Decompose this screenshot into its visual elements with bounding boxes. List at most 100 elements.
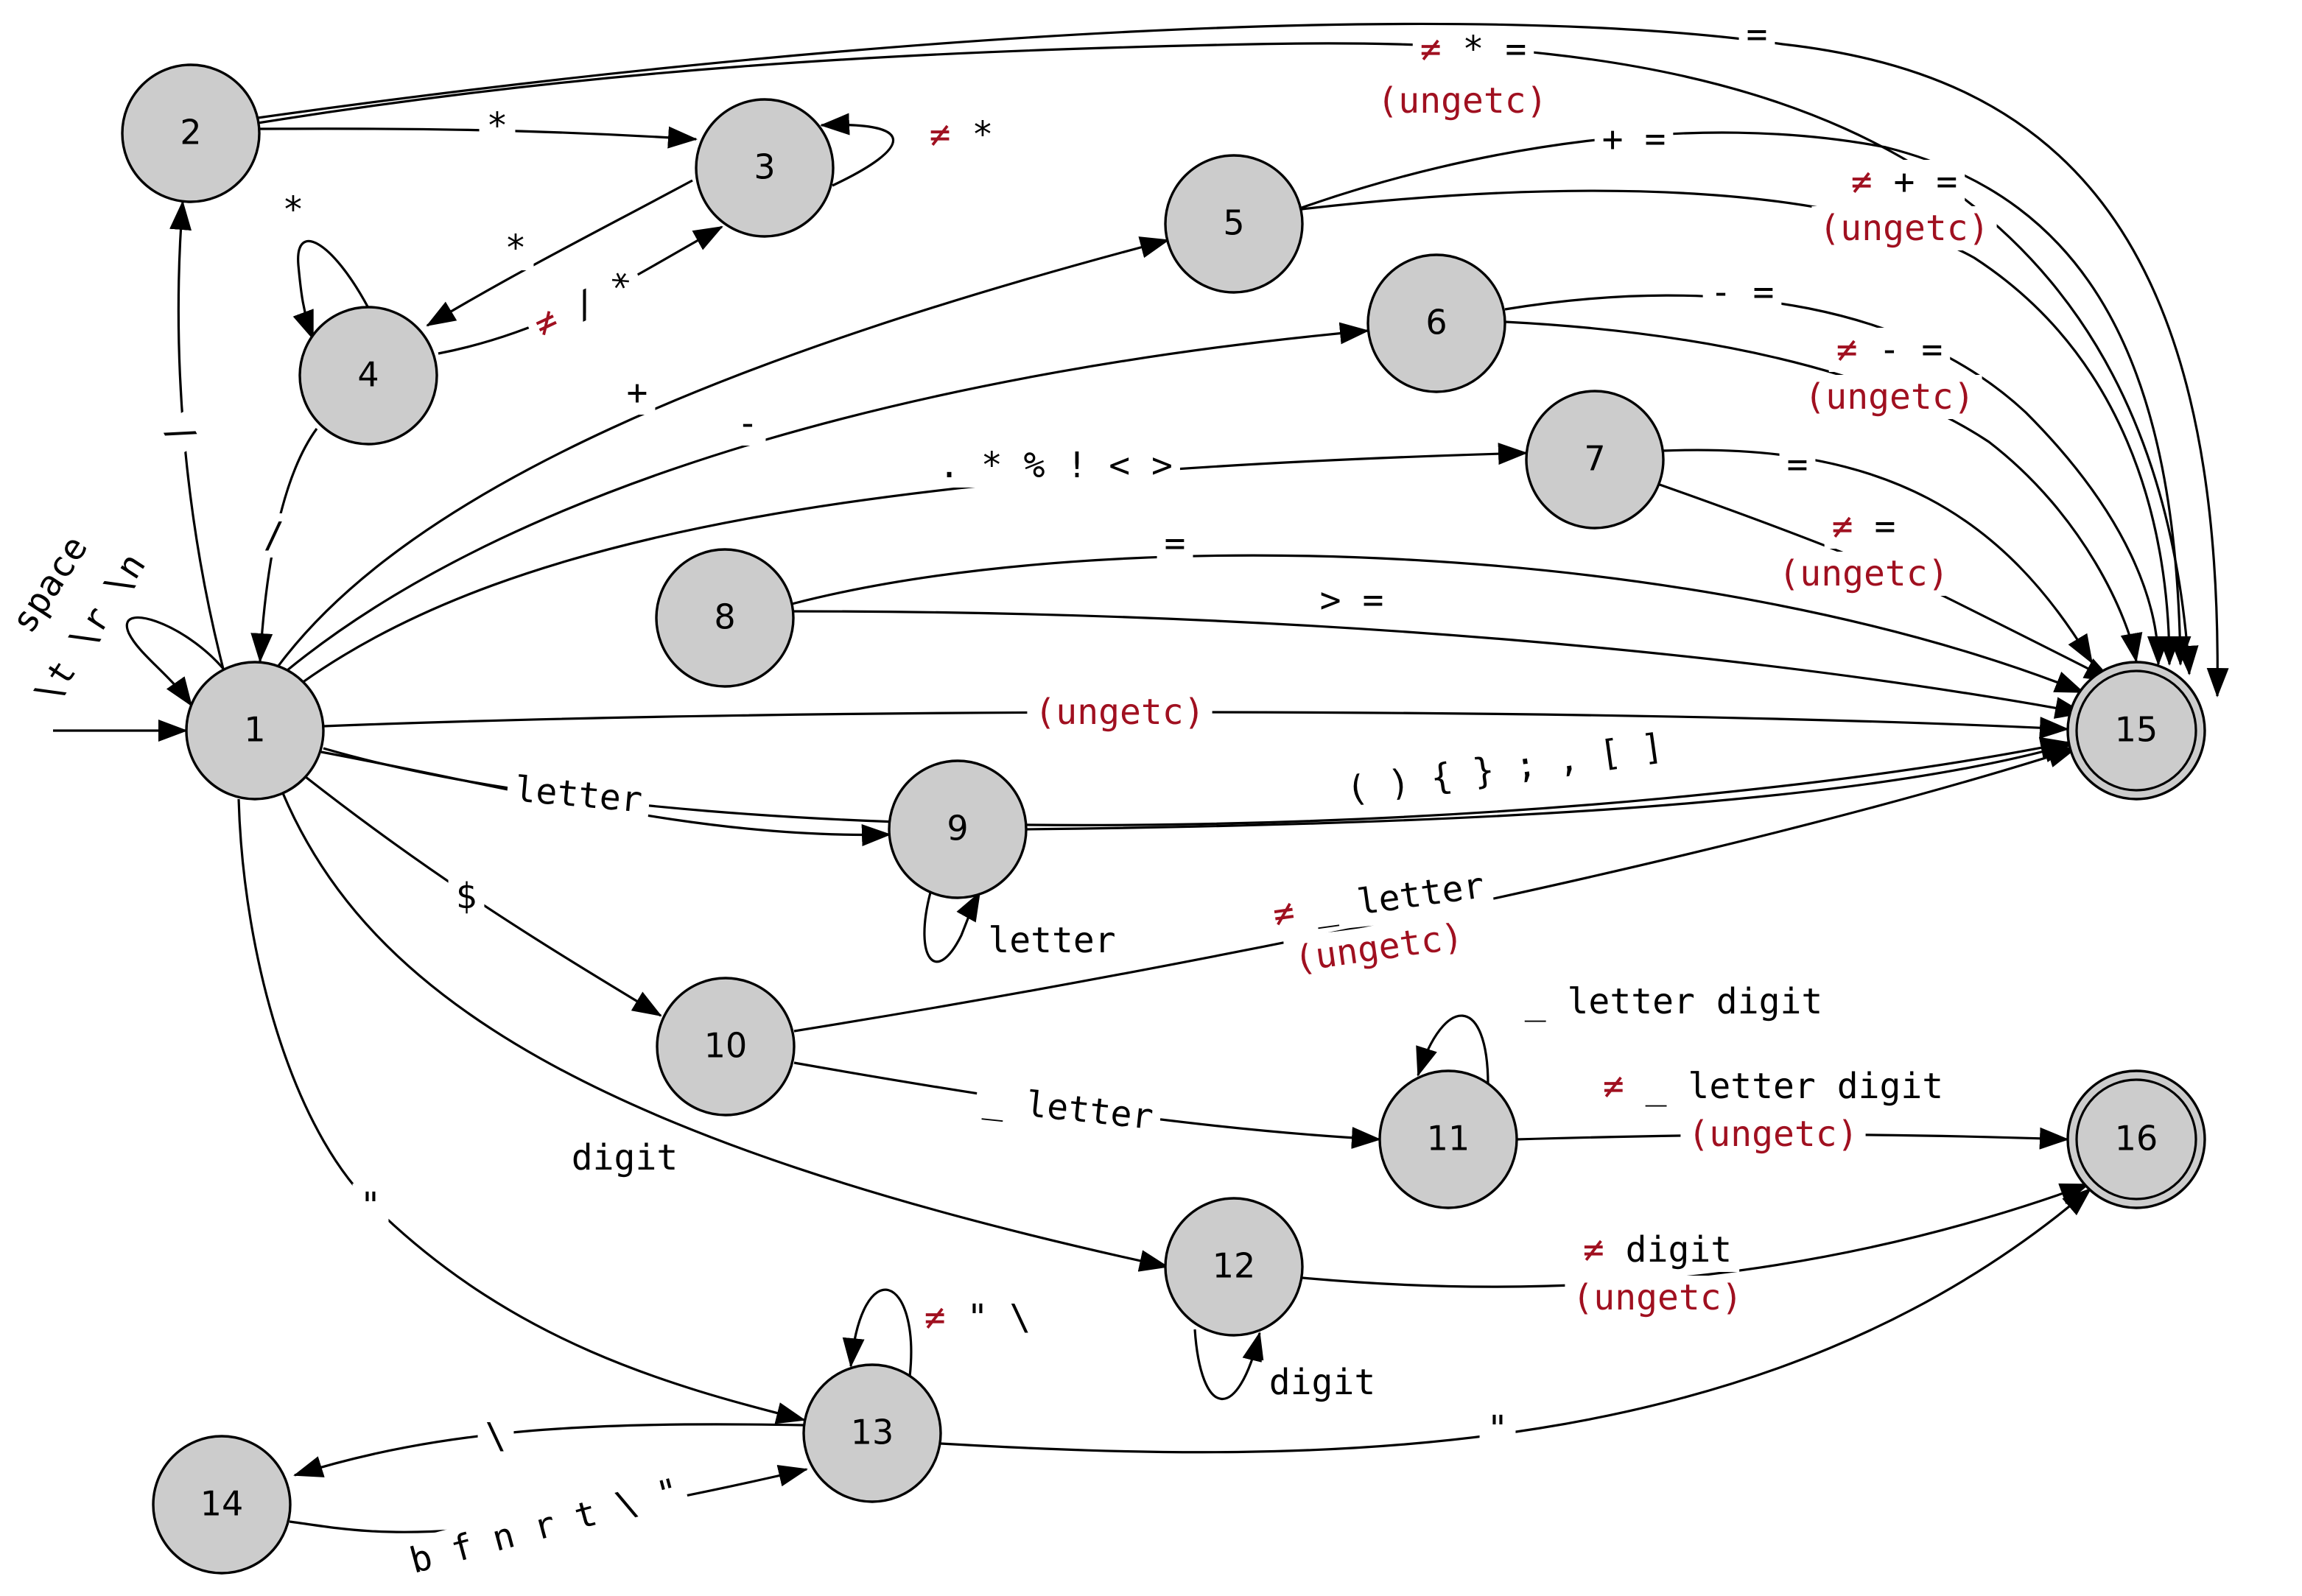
state-label: 6	[1425, 303, 1447, 342]
label-background	[564, 1136, 686, 1180]
edge-label-4-4: *	[283, 189, 304, 231]
edge-label-2-15: =	[1747, 14, 1768, 55]
edge-2-15	[257, 22, 2229, 697]
edge-1-12	[281, 792, 1169, 1272]
edge-label-1-13: "	[360, 1185, 382, 1226]
label-background	[1702, 270, 1782, 314]
label-background	[0, 521, 102, 647]
state-circle	[695, 98, 835, 238]
state-label: 14	[200, 1484, 244, 1524]
state-node-14: 14	[152, 1435, 292, 1575]
symbol-set: _ letter digit	[1525, 981, 1823, 1022]
edge-1-10	[305, 776, 662, 1017]
edge-label-4-1: /	[264, 515, 285, 556]
label-background	[974, 1077, 1163, 1140]
label-background	[1517, 980, 1831, 1024]
edge-label-11-11: _ letter digit	[1525, 981, 1823, 1022]
symbol-set: + =	[1873, 161, 1958, 203]
symbol-set: _ letter	[981, 1079, 1155, 1138]
edge-label-8-15: > =	[1320, 580, 1384, 621]
negation-symbol: ≠	[1851, 161, 1873, 203]
label-background	[1479, 1407, 1516, 1451]
state-label: 7	[1584, 439, 1605, 479]
edge-label-1-15: ( ) { } ; , [ ]	[1344, 725, 1666, 811]
state-circle	[1525, 390, 1665, 530]
state-circle	[298, 306, 438, 446]
label-background	[497, 226, 534, 270]
state-label: 9	[947, 809, 968, 848]
ungetc-note: (ungetc)	[1778, 553, 1948, 594]
symbol-set: / *	[547, 263, 642, 337]
edge-label-12-16-line1: ≠ digit	[1583, 1229, 1732, 1270]
negation-symbol: ≠	[930, 114, 951, 155]
state-node-11: 11	[1378, 1069, 1518, 1209]
state-circle	[185, 661, 325, 801]
state-label: 4	[357, 355, 379, 395]
symbol-set: "	[360, 1185, 382, 1226]
negation-symbol: ≠	[1583, 1229, 1604, 1270]
state-node-16: 16	[2066, 1069, 2206, 1209]
edge-13-16	[940, 1187, 2092, 1454]
edge-1-8	[791, 554, 2085, 694]
edge-label-13-14: \	[485, 1416, 507, 1457]
state-node-3: 3	[695, 98, 835, 238]
edge-3-3	[820, 113, 895, 187]
label-background	[505, 766, 652, 823]
edge-6-15	[1504, 294, 2169, 666]
state-node-15: 15	[2066, 661, 2206, 801]
state-label: 12	[1213, 1246, 1256, 1286]
label-background	[1284, 913, 1474, 983]
edge-label-7-15: =	[1787, 444, 1808, 485]
state-label: 2	[180, 113, 201, 152]
label-background	[1828, 328, 1951, 372]
symbol-set: *	[505, 228, 527, 269]
label-background	[931, 443, 1180, 488]
symbol-set: - =	[1710, 272, 1775, 313]
edge-3-4	[426, 179, 693, 327]
label-background	[275, 188, 312, 232]
label-background	[477, 1414, 514, 1458]
edge-label-10-11: _ letter	[981, 1079, 1155, 1138]
edge-label-1-10: $	[456, 876, 477, 917]
label-background	[1369, 79, 1555, 123]
edge-label-13-13: ≠ " \	[924, 1297, 1031, 1338]
label-background	[1811, 206, 1997, 250]
state-node-7: 7	[1525, 390, 1665, 530]
symbol-set: *	[487, 105, 508, 147]
edge-label-2-15-line1: ≠ * =	[1420, 29, 1527, 70]
edge-label-9-9: letter	[988, 920, 1115, 961]
label-background	[479, 104, 516, 148]
symbol-set: digit	[1604, 1229, 1732, 1270]
edge-label-3-4: *	[505, 228, 527, 269]
state-circle	[655, 548, 795, 688]
edge-label-6-15: - =	[1710, 272, 1775, 313]
state-label: 10	[704, 1026, 748, 1066]
symbol-set: _ letter digit	[1624, 1066, 1943, 1107]
label-background	[729, 401, 766, 446]
edge-1-1	[125, 616, 225, 707]
symbol-set: digit	[1269, 1362, 1376, 1403]
edge-label-12-16-line2: (ungetc)	[1572, 1277, 1742, 1318]
negation-symbol: ≠	[1420, 29, 1442, 70]
edge-12-16	[1302, 1183, 2090, 1288]
symbol-set: - =	[1858, 329, 1943, 370]
state-label: 1	[244, 710, 265, 750]
negation-symbol: ≠	[924, 1297, 946, 1338]
label-background	[152, 407, 209, 460]
symbol-set: letter	[988, 920, 1115, 961]
state-label: 13	[851, 1413, 894, 1452]
label-background	[520, 259, 649, 351]
edge-9-15	[1025, 741, 2073, 831]
state-node-12: 12	[1164, 1197, 1304, 1337]
edge-label-2-15-line2: (ungetc)	[1377, 80, 1547, 122]
edge-label-1-5: +	[627, 372, 648, 413]
edge-6-15	[1504, 320, 2143, 663]
label-background	[1824, 505, 1903, 549]
label-background	[1261, 1360, 1383, 1405]
state-circle	[1164, 1197, 1304, 1337]
edge-label-7-15-line1: ≠ =	[1832, 506, 1896, 547]
label-background	[1312, 578, 1392, 622]
ungetc-note: (ungetc)	[1034, 692, 1204, 733]
